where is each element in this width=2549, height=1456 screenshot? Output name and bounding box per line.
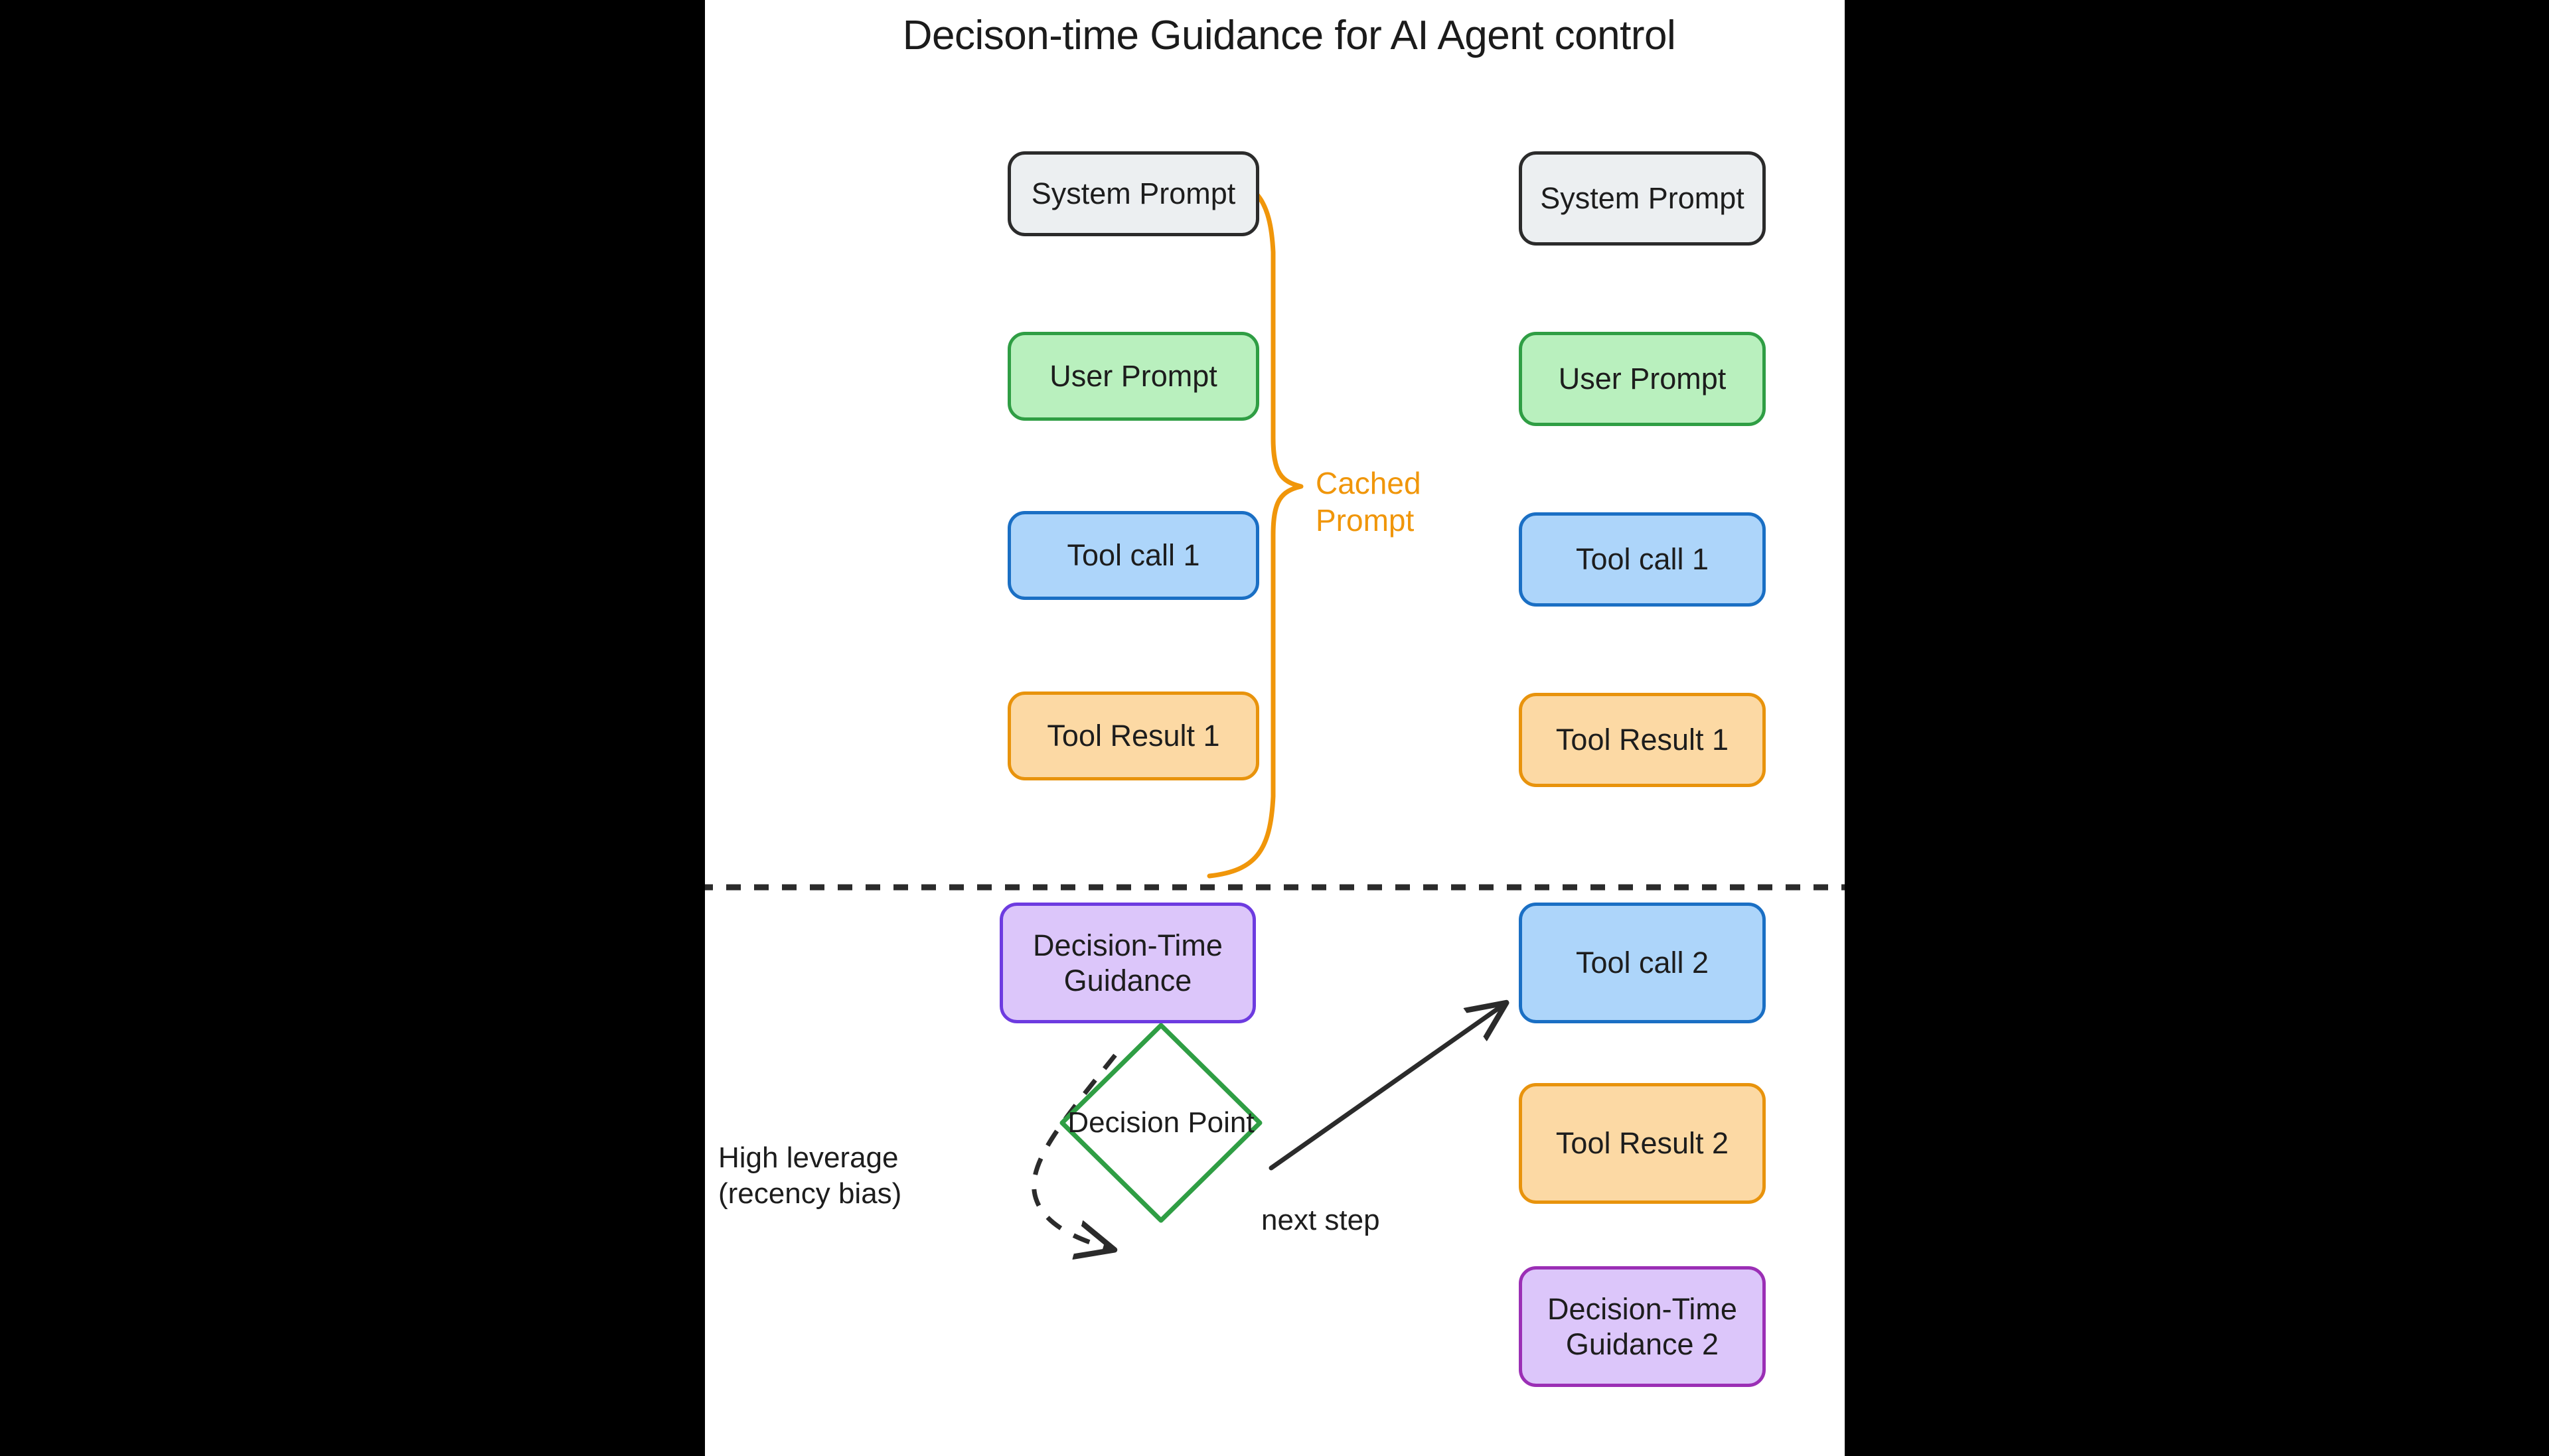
node-label: Tool Result 1 [1047,719,1220,753]
cached-prompt-label: Cached Prompt [1316,466,1421,538]
next-step-arrow [1269,1005,1504,1171]
page-title: Decison-time Guidance for AI Agent contr… [902,13,1676,58]
decision-point-label: Decision Point [1067,1106,1255,1139]
node-user-prompt-right[interactable]: User Prompt [1519,332,1766,426]
node-tool-call-1-right[interactable]: Tool call 1 [1519,512,1766,607]
node-tool-result-1-right[interactable]: Tool Result 1 [1519,693,1766,787]
node-system-prompt-left[interactable]: System Prompt [1008,151,1259,236]
node-label: User Prompt [1049,359,1217,394]
diagram-canvas: Decison-time Guidance for AI Agent contr… [705,0,1845,1456]
node-user-prompt-left[interactable]: User Prompt [1008,332,1259,421]
node-label: Tool call 1 [1067,538,1200,573]
node-tool-result-1-left[interactable]: Tool Result 1 [1008,692,1259,780]
node-label: User Prompt [1558,362,1727,396]
node-tool-call-2[interactable]: Tool call 2 [1519,903,1766,1023]
node-decision-time-guidance-2[interactable]: Decision-Time Guidance 2 [1519,1266,1766,1387]
node-label: System Prompt [1540,181,1744,216]
node-tool-call-1-left[interactable]: Tool call 1 [1008,511,1259,600]
node-tool-result-2[interactable]: Tool Result 2 [1519,1083,1766,1204]
node-label: Decision-Time Guidance [1033,928,1223,997]
node-label: Decision-Time Guidance 2 [1547,1291,1737,1361]
node-label: Tool Result 2 [1555,1126,1729,1161]
node-system-prompt-right[interactable]: System Prompt [1519,151,1766,246]
node-label: System Prompt [1031,177,1236,211]
node-label: Tool Result 1 [1555,723,1729,757]
decision-point-label-wrap: Decision Point [1062,1025,1260,1220]
high-leverage-label: High leverage (recency bias) [718,1141,902,1210]
node-label: Tool call 2 [1575,946,1709,980]
node-decision-time-guidance[interactable]: Decision-Time Guidance [1000,903,1256,1023]
node-label: Tool call 1 [1575,542,1709,577]
next-step-label: next step [1261,1204,1380,1236]
